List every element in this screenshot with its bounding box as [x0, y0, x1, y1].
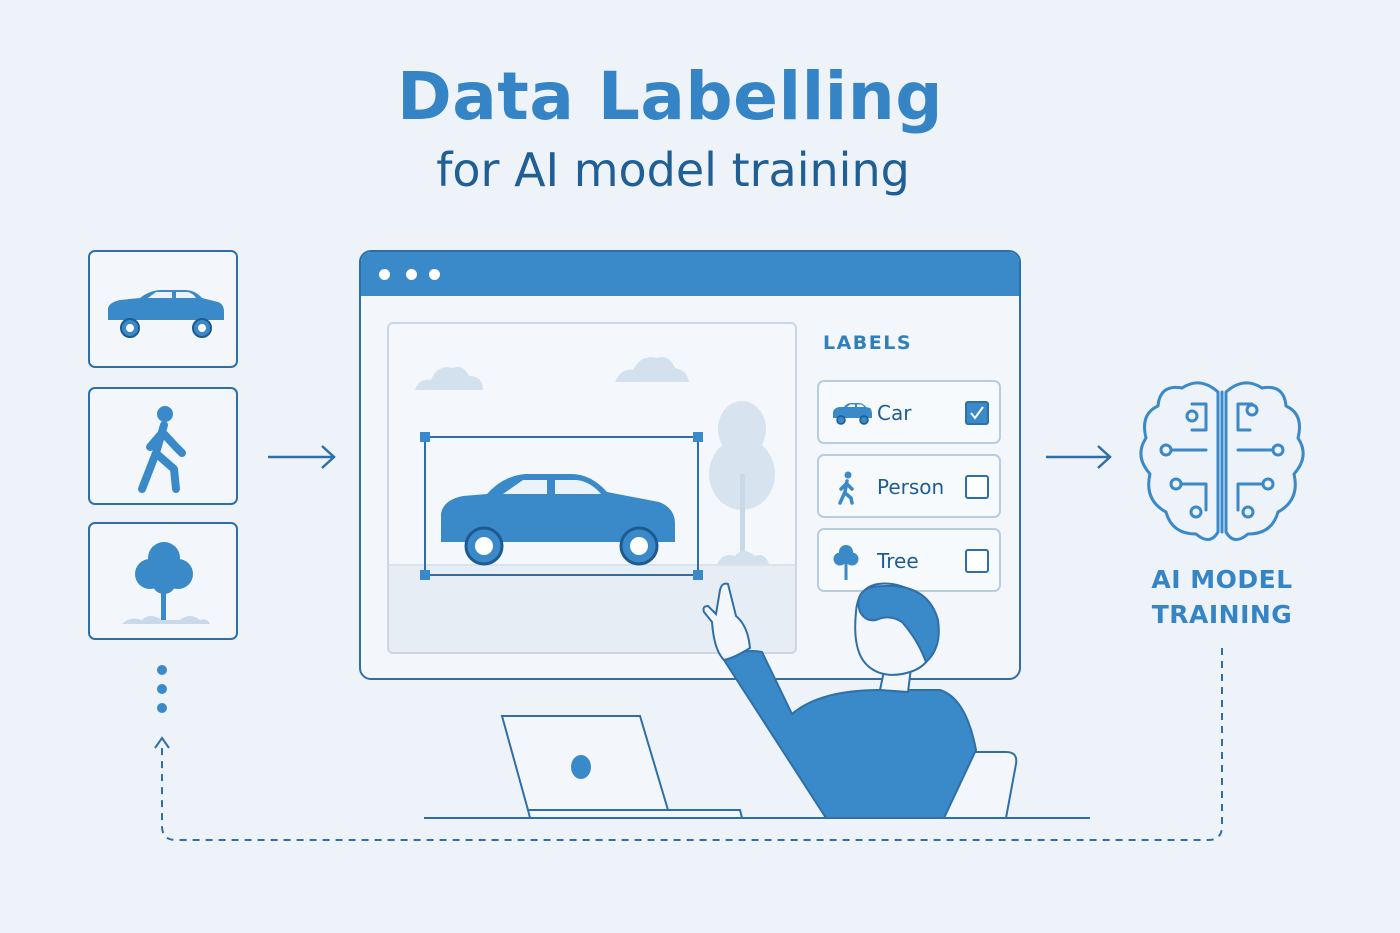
- checkbox-unchecked[interactable]: [965, 475, 989, 499]
- checkbox-checked[interactable]: [965, 401, 989, 425]
- laptop-icon: [500, 715, 744, 819]
- ai-model-line2: TRAINING: [1151, 600, 1293, 629]
- bbox-handle[interactable]: [420, 570, 430, 580]
- checkmark-icon: [970, 406, 984, 420]
- window-dot: [406, 269, 417, 280]
- annotator-person: [702, 582, 978, 819]
- more-items-dots: [157, 665, 167, 713]
- thumbnail-person: [88, 387, 238, 505]
- label-option-person[interactable]: Person: [817, 454, 1001, 518]
- thumbnail-tree: [88, 522, 238, 640]
- labelled-car: [441, 474, 675, 566]
- bbox-handle[interactable]: [693, 570, 703, 580]
- checkbox-unchecked[interactable]: [965, 549, 989, 573]
- car-icon: [108, 290, 224, 338]
- car-icon: [833, 403, 872, 425]
- tree-icon: [833, 545, 859, 580]
- label-option-car[interactable]: Car: [817, 380, 1001, 444]
- arrow-to-tool: [268, 445, 336, 469]
- person-walking-icon: [838, 471, 854, 505]
- window-dot: [429, 269, 440, 280]
- page-subtitle: for AI model training: [436, 143, 910, 197]
- bbox-handle[interactable]: [693, 432, 703, 442]
- thumbnail-car: [88, 250, 238, 368]
- label-option-text: Person: [877, 475, 945, 499]
- window-title-bar: [361, 252, 1019, 296]
- tree-icon: [122, 542, 210, 624]
- person-walking-icon: [138, 406, 186, 493]
- feedback-loop-dashed: [154, 648, 1223, 841]
- page-title: Data Labelling: [396, 58, 944, 135]
- label-option-text: Tree: [877, 549, 919, 573]
- bbox-handle[interactable]: [420, 432, 430, 442]
- pointing-hand: [702, 582, 752, 662]
- label-option-tree[interactable]: Tree: [817, 528, 1001, 592]
- label-option-text: Car: [877, 401, 912, 425]
- arrow-to-model: [1046, 445, 1112, 469]
- ai-model-training-label: AI MODEL TRAINING: [1130, 562, 1314, 632]
- window-dot: [379, 269, 390, 280]
- ai-model-line1: AI MODEL: [1151, 565, 1293, 594]
- bounding-box[interactable]: [424, 436, 699, 576]
- labels-heading: LABELS: [823, 332, 913, 354]
